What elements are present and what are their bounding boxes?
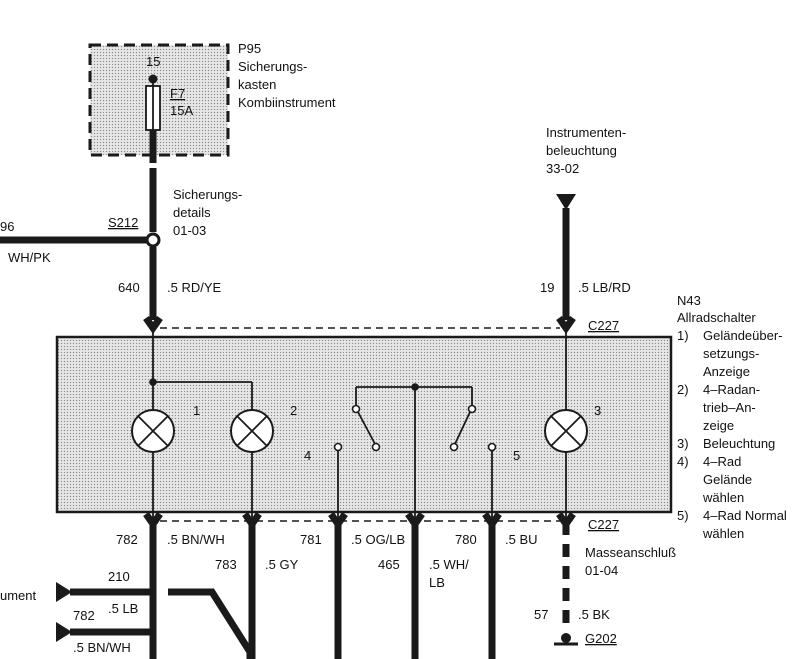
left-circuit-210: 210 [108, 569, 130, 584]
switch-pos-4-label: 4 [304, 448, 311, 463]
illumination-line2: beleuchtung [546, 143, 617, 158]
lamp-2-label: 2 [290, 403, 297, 418]
fuse-box-line2: kasten [238, 77, 276, 92]
fuse-box-p95: 15 F7 15A [88, 43, 230, 157]
left-wire-color: WH/PK [8, 250, 51, 265]
splice-ref-line3: 01-03 [173, 223, 206, 238]
legend-line: wählen [702, 526, 744, 541]
legend-line: 4–Rad [703, 454, 741, 469]
connector-top-label: C227 [588, 318, 619, 333]
wire-781-circuit: 781 [300, 532, 322, 547]
left-arrow-2-icon [56, 622, 72, 642]
fuse-box-line1: Sicherungs- [238, 59, 307, 74]
wire-57-circuit: 57 [534, 607, 548, 622]
wire-19-circuit: 19 [540, 280, 554, 295]
switch-title: Allradschalter [677, 310, 756, 325]
left-spec-lb: .5 LB [108, 601, 138, 616]
switch-legend: 1) Geländeüber- setzungs- Anzeige 2) 4–R… [677, 328, 787, 541]
wire-465-circuit: 465 [378, 557, 400, 572]
splice-s212-dot [145, 232, 161, 248]
wire-783-spec: .5 GY [265, 557, 299, 572]
ground-id: G202 [585, 631, 617, 646]
legend-line: Geländeüber- [703, 328, 783, 343]
legend-num: 2) [677, 382, 689, 397]
lamp-3-icon [544, 409, 588, 453]
wire-465-spec2: LB [429, 575, 445, 590]
wire-640-circuit: 640 [118, 280, 140, 295]
legend-line: trieb–An- [703, 400, 756, 415]
fuse-rating: 15A [170, 103, 193, 118]
ground-g202-icon [554, 633, 578, 646]
lamp-2-icon [230, 409, 274, 453]
legend-line: setzungs- [703, 346, 759, 361]
switch-pos-5-label: 5 [513, 448, 520, 463]
connector-bottom-label: C227 [588, 517, 619, 532]
left-bottom-label: ument [0, 588, 37, 603]
fuse-terminal-label: 15 [146, 54, 160, 69]
legend-line: wählen [702, 490, 744, 505]
ground-ref-line2: 01-04 [585, 563, 618, 578]
legend-num: 1) [677, 328, 689, 343]
wire-782-spec: .5 BN/WH [167, 532, 225, 547]
illumination-arrow [556, 194, 576, 210]
ground-ref-line1: Masseanschluß [585, 545, 676, 560]
legend-line: 4–Rad Normal [703, 508, 787, 523]
legend-line: Beleuchtung [703, 436, 775, 451]
illumination-line1: Instrumenten- [546, 125, 626, 140]
legend-num: 4) [677, 454, 689, 469]
legend-line: zeige [703, 418, 734, 433]
wire-783-circuit: 783 [215, 557, 237, 572]
left-spec-bnwh: .5 BN/WH [73, 640, 131, 655]
left-arrow-1-icon [56, 582, 72, 602]
wire-781-spec: .5 OG/LB [351, 532, 405, 547]
left-circuit-782: 782 [73, 608, 95, 623]
legend-num: 5) [677, 508, 689, 523]
legend-line: Anzeige [703, 364, 750, 379]
wire-782-circuit: 782 [116, 532, 138, 547]
legend-line: Gelände [703, 472, 752, 487]
illumination-line3: 33-02 [546, 161, 579, 176]
fuse-id: F7 [170, 86, 185, 101]
wire-780-circuit: 780 [455, 532, 477, 547]
lamp-3-label: 3 [594, 403, 601, 418]
wire-57-spec: .5 BK [578, 607, 610, 622]
wire-780-spec: .5 BU [505, 532, 538, 547]
legend-line: 4–Radan- [703, 382, 760, 397]
fuse-box-line3: Kombiinstrument [238, 95, 336, 110]
splice-id: S212 [108, 215, 138, 230]
legend-num: 3) [677, 436, 689, 451]
selector-switch-icon [333, 383, 497, 520]
wire-19-spec: .5 LB/RD [578, 280, 631, 295]
lamp-1-icon [131, 409, 175, 453]
wire-465-spec: .5 WH/ [429, 557, 469, 572]
switch-id: N43 [677, 293, 701, 308]
lamp-1-label: 1 [193, 403, 200, 418]
left-circuit-96: 96 [0, 219, 14, 234]
fuse-box-id: P95 [238, 41, 261, 56]
splice-ref-line1: Sicherungs- [173, 187, 242, 202]
wire-640-spec: .5 RD/YE [167, 280, 222, 295]
splice-ref-line2: details [173, 205, 211, 220]
